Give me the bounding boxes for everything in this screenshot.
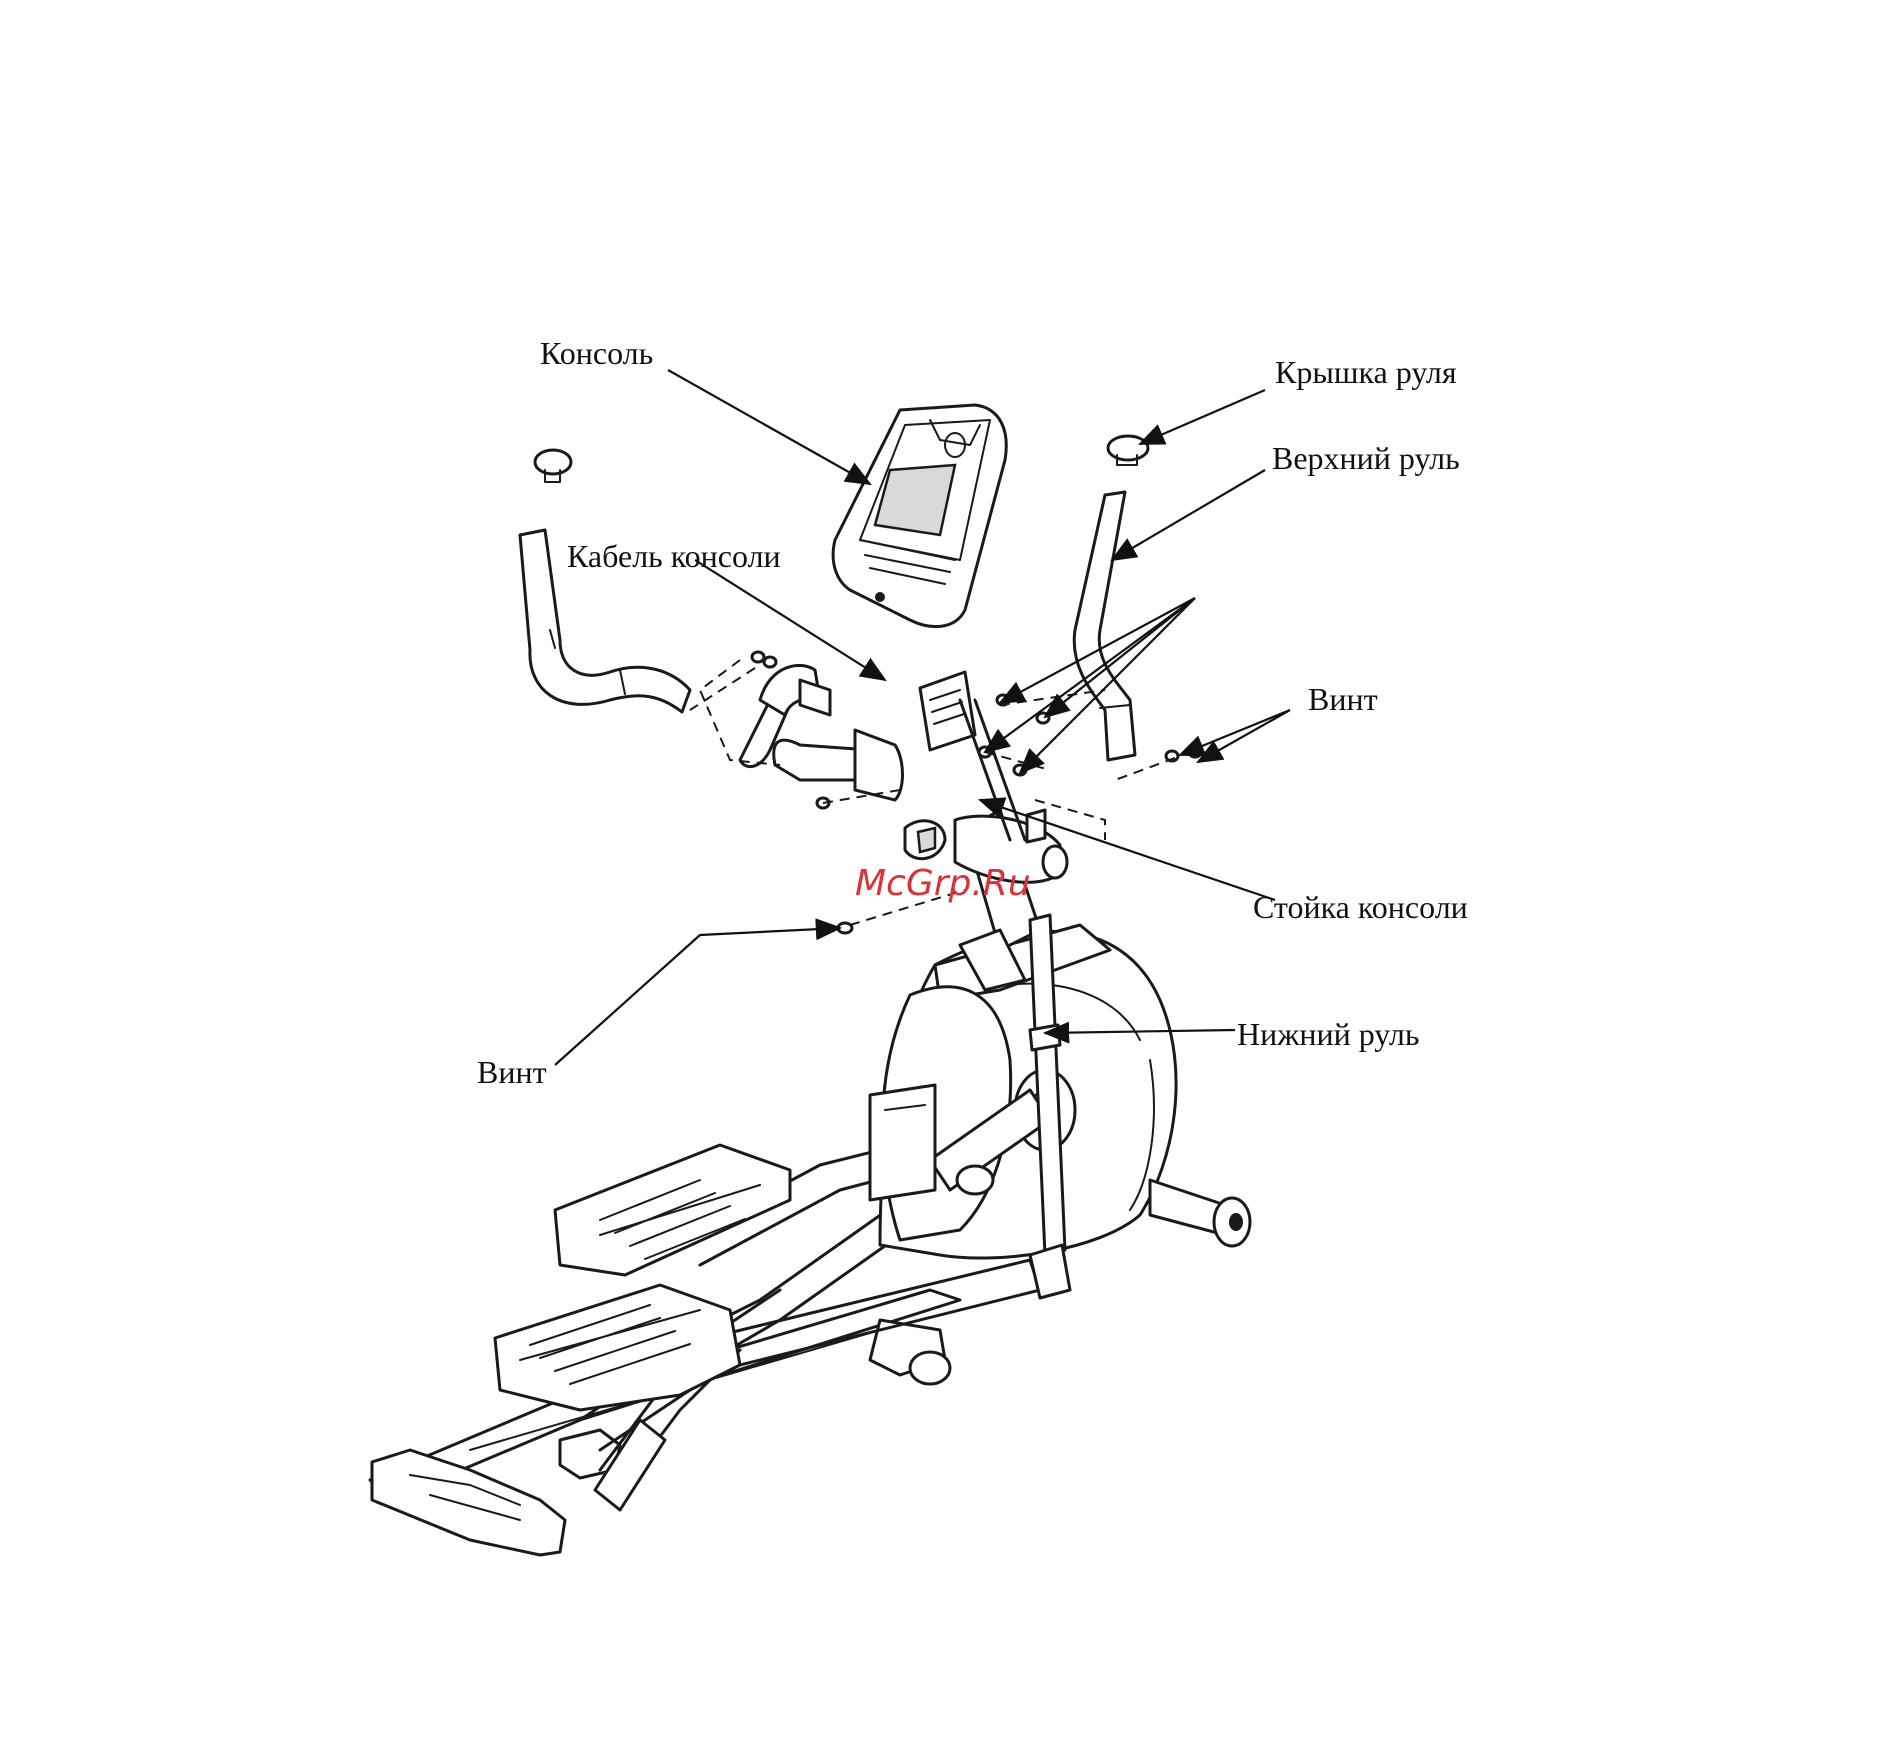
screw-icon: [752, 652, 776, 667]
label-console-mast: Стойка консоли: [1253, 891, 1468, 923]
leader-handlebar-cap: [1140, 390, 1265, 444]
screw-icon: [979, 695, 1049, 775]
leader-screw-right-a: [1180, 710, 1290, 755]
label-console-cable: Кабель консоли: [567, 540, 781, 572]
leader-upper-handlebar: [1112, 470, 1265, 560]
watermark-text: McGrp.Ru: [855, 866, 1031, 902]
leader-screw-left: [555, 928, 840, 1065]
leader-screw-right-b: [1198, 710, 1290, 762]
label-screw-right: Винт: [1308, 683, 1378, 715]
label-handlebar-cap: Крышка руля: [1275, 356, 1457, 388]
label-upper-handlebar: Верхний руль: [1272, 442, 1460, 474]
label-console: Консоль: [540, 337, 653, 369]
label-lower-handlebar: Нижний руль: [1237, 1018, 1419, 1050]
leader-console: [668, 370, 870, 484]
label-screw-left: Винт: [477, 1056, 547, 1088]
console-unit: [833, 405, 1006, 627]
